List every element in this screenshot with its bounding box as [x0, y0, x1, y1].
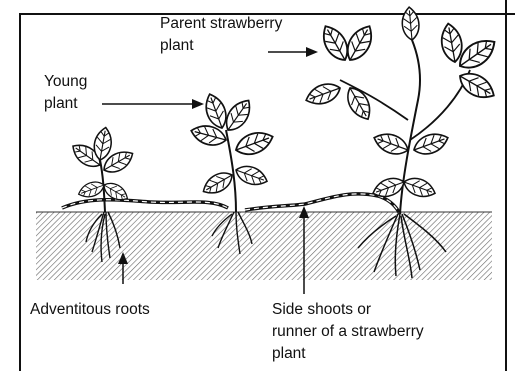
label-parent-plant-line1: Parent strawberry	[160, 14, 282, 34]
soil-layer	[36, 212, 492, 280]
label-runner-line1: Side shoots or	[272, 300, 371, 320]
label-young-plant-line2: plant	[44, 94, 78, 114]
label-runner-line3: plant	[272, 344, 306, 364]
label-parent-plant-line2: plant	[160, 36, 194, 56]
label-runner-line2: runner of a strawberry	[272, 322, 424, 342]
label-young-plant-line1: Young	[44, 72, 87, 92]
label-adventitious-roots: Adventitous roots	[30, 300, 150, 320]
